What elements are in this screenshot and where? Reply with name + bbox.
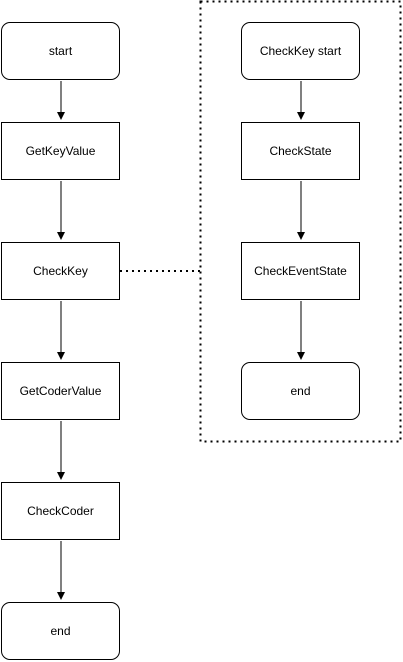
get-coder-value-node: GetCoderValue: [1, 362, 120, 420]
get-key-value-label: GetKeyValue: [25, 144, 96, 158]
start-node-label: start: [48, 44, 73, 58]
end-node-label: end: [50, 624, 71, 638]
check-coder-node: CheckCoder: [1, 482, 120, 540]
get-key-value-node: GetKeyValue: [1, 122, 120, 180]
checkkey-start-label: CheckKey start: [259, 44, 342, 58]
checkkey-end-node: end: [241, 362, 360, 420]
start-node: start: [1, 22, 120, 80]
end-node: end: [1, 602, 120, 660]
checkkey-start-node: CheckKey start: [241, 22, 360, 80]
check-key-group-frame: [199, 0, 402, 443]
check-key-node: CheckKey: [1, 242, 120, 300]
check-event-state-node: CheckEventState: [241, 242, 360, 300]
check-coder-label: CheckCoder: [27, 504, 94, 518]
get-coder-value-label: GetCoderValue: [19, 384, 102, 398]
check-key-label: CheckKey: [33, 264, 88, 278]
check-state-label: CheckState: [269, 144, 332, 158]
checkkey-end-label: end: [290, 384, 311, 398]
check-event-state-label: CheckEventState: [254, 264, 347, 278]
check-state-node: CheckState: [241, 122, 360, 180]
